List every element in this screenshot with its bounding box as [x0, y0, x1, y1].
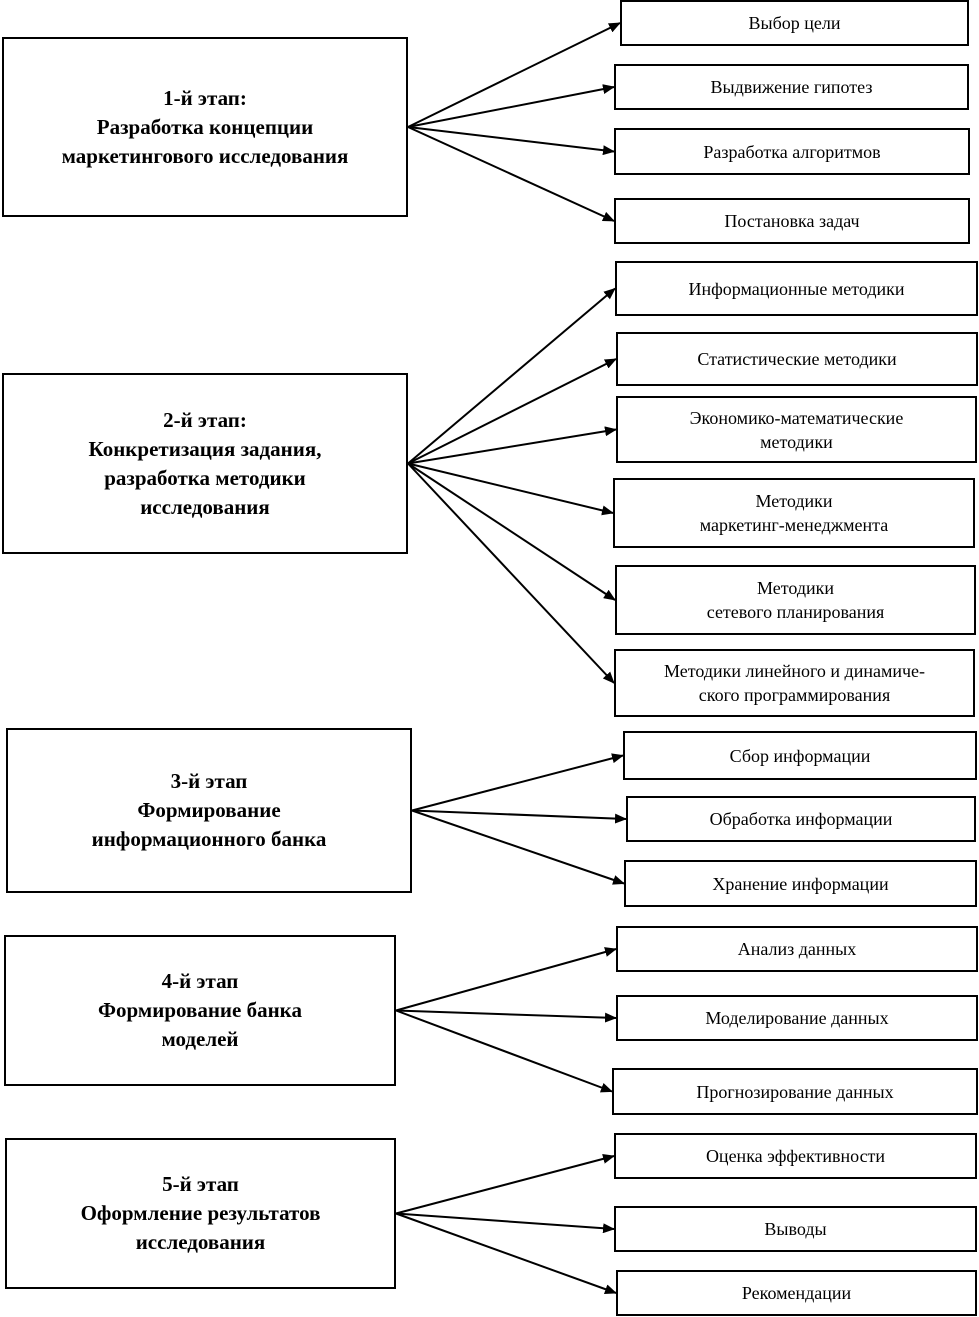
step-2-5-line-2: сетевого планирования: [706, 602, 885, 622]
step-2-4-line-1: Методики: [755, 491, 833, 511]
arrow-1-4: [407, 126, 615, 222]
step-4-1-line-1: Анализ данных: [737, 939, 857, 959]
arrow-5-3: [395, 1212, 617, 1294]
arrow-1-2: [407, 84, 615, 128]
step-box-3-3: Хранение информации: [624, 860, 977, 907]
arrow-4-1: [395, 947, 617, 1012]
arrow-2-3: [407, 426, 617, 465]
arrow-2-6: [407, 462, 615, 684]
step-2-4-line-2: маркетинг-менеджмента: [699, 515, 889, 535]
step-2-3-line-2: методики: [760, 431, 833, 452]
stage-3-line-2: Формирование: [137, 798, 281, 822]
step-box-3-2: Обработка информации: [626, 796, 976, 842]
step-box-1-4: Постановка задач: [614, 198, 970, 244]
stage-2-line-2: Конкретизация задания,: [88, 436, 322, 461]
arrow-2-5: [407, 462, 616, 601]
step-box-2-3: Экономико-математические методики: [616, 396, 977, 463]
step-2-3-line-1: Экономико-математические: [689, 407, 904, 428]
stage-5-line-3: исследования: [135, 1230, 266, 1254]
step-box-5-3: Рекомендации: [616, 1270, 977, 1316]
step-box-2-2: Статистические методики: [616, 332, 978, 386]
step-2-6-line-1: Методики линейного и динамиче-: [663, 661, 926, 681]
stage-1-line-3: маркетингового исследования: [61, 143, 349, 168]
step-2-2-line-1: Статистические методики: [697, 349, 897, 369]
step-4-2-line-1: Моделирование данных: [705, 1008, 889, 1028]
stage-1-line-1: 1-й этап:: [163, 85, 247, 110]
arrow-1-3: [407, 126, 615, 156]
stage-3-line-1: 3-й этап: [170, 769, 248, 793]
step-box-2-6: Методики линейного и динамиче-ского прог…: [614, 649, 975, 717]
arrow-3-1: [411, 753, 624, 812]
step-1-3-line-1: Разработка алгоритмов: [703, 141, 881, 162]
step-box-4-1: Анализ данных: [616, 926, 978, 972]
step-5-1-line-1: Оценка эффективности: [705, 1146, 886, 1166]
step-box-2-4: Методики маркетинг-менеджмента: [613, 478, 975, 548]
step-2-1-line-1: Информационные методики: [688, 278, 905, 299]
stage-4-line-1: 4-й этап: [161, 969, 239, 993]
step-box-4-2: Моделирование данных: [616, 995, 978, 1041]
arrow-1-1: [407, 22, 621, 128]
step-box-1-2: Выдвижение гипотез: [614, 64, 969, 110]
step-4-3-line-1: Прогнозирование данных: [696, 1081, 894, 1102]
stage-5-line-2: Оформление результатов: [80, 1201, 321, 1225]
stage-4-line-2: Формирование банка: [98, 998, 302, 1022]
step-box-5-1: Оценка эффективности: [614, 1133, 977, 1179]
step-box-4-3: Прогнозирование данных: [612, 1068, 978, 1115]
step-2-6-line-2: ского программирования: [698, 685, 891, 705]
step-box-1-3: Разработка алгоритмов: [614, 128, 970, 175]
step-1-1-line-1: Выбор цели: [748, 13, 841, 33]
stage-2-line-1: 2-й этап:: [163, 407, 247, 432]
stage-box-1: 1-й этап: Разработка концепции маркетингов…: [2, 37, 408, 217]
step-box-2-1: Информационные методики: [615, 261, 978, 316]
arrow-4-3: [395, 1009, 613, 1093]
step-box-3-1: Сбор информации: [623, 731, 977, 780]
arrow-2-2: [407, 358, 617, 465]
arrow-4-2: [395, 1009, 617, 1023]
step-box-2-5: Методики сетевого планирования: [615, 565, 976, 635]
step-2-5-line-1: Методики: [756, 578, 835, 598]
step-box-1-1: Выбор цели: [620, 0, 969, 46]
step-3-2-line-1: Обработка информации: [709, 809, 893, 829]
stage-2-line-4: исследования: [140, 494, 270, 519]
step-5-3-line-1: Рекомендации: [741, 1283, 852, 1303]
step-3-1-line-1: Сбор информации: [729, 745, 871, 766]
step-1-4-line-1: Постановка задач: [724, 211, 860, 231]
step-3-3-line-1: Хранение информации: [712, 873, 889, 894]
arrow-2-4: [407, 462, 614, 516]
stage-4-line-3: моделей: [161, 1027, 239, 1051]
step-5-2-line-1: Выводы: [764, 1219, 827, 1239]
arrow-2-1: [407, 287, 616, 465]
step-box-5-2: Выводы: [614, 1206, 977, 1252]
arrow-3-3: [411, 809, 625, 885]
arrow-5-2: [395, 1212, 615, 1234]
stage-3-line-3: информационного банка: [91, 827, 327, 851]
stage-2-line-3: разработка методики: [104, 465, 306, 490]
stage-1-line-2: Разработка концепции: [96, 114, 314, 139]
arrow-5-1: [395, 1153, 615, 1215]
step-1-2-line-1: Выдвижение гипотез: [710, 77, 873, 97]
stage-5-line-1: 5-й этап: [162, 1172, 239, 1196]
stage-box-2: 2-й этап: Конкретизация задания, разработк…: [2, 373, 408, 554]
arrow-3-2: [411, 809, 627, 824]
